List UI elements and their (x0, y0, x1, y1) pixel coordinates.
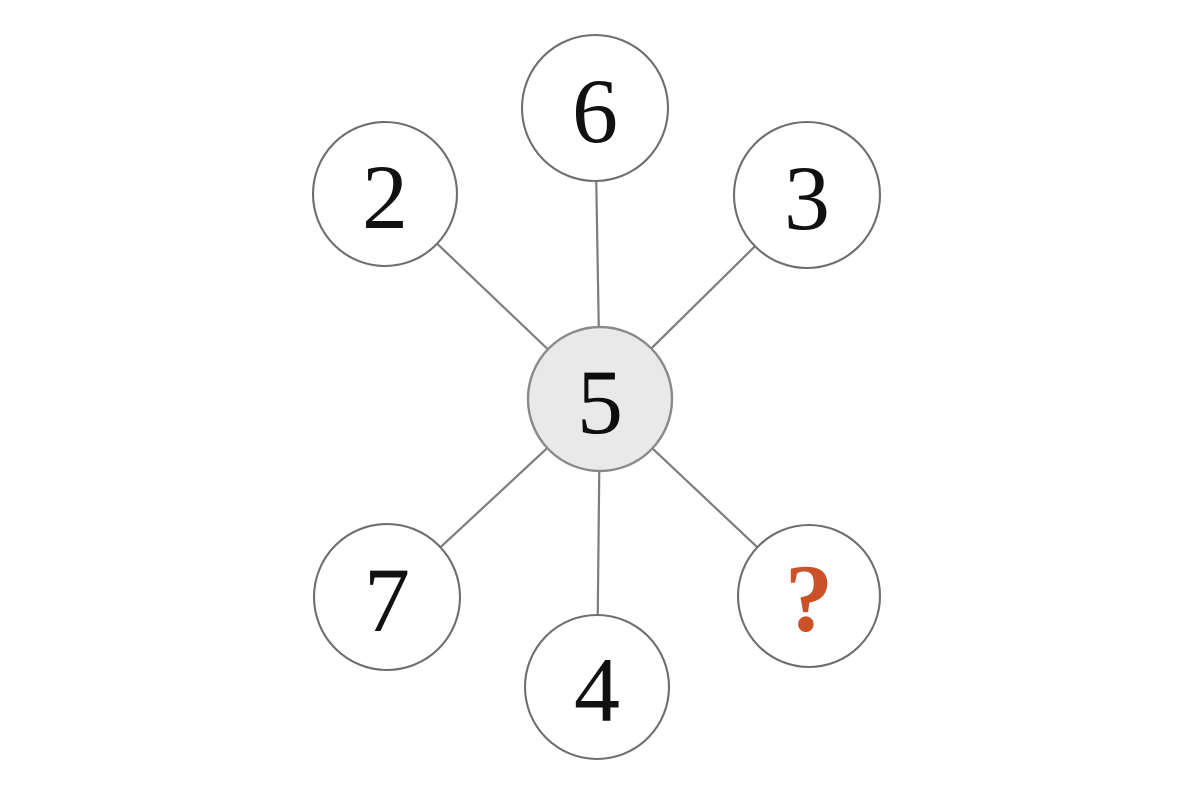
unknown-label: ? (785, 545, 833, 652)
node-circle[interactable] (523, 613, 671, 761)
node-circle[interactable] (311, 120, 459, 268)
node-7[interactable]: 7 (312, 522, 462, 672)
node-label: 2 (362, 146, 408, 248)
nodes-group: 5 6 2 3 7 4? (311, 33, 882, 761)
node-circle[interactable] (732, 120, 882, 270)
node-4[interactable]: 4 (523, 613, 671, 761)
spoke-center-q (650, 446, 760, 550)
spoke-center-2 (435, 241, 550, 352)
center-circle[interactable] (526, 325, 674, 473)
node-circle[interactable] (520, 33, 670, 183)
node-label: 4 (574, 639, 620, 741)
spoke-center-6 (595, 178, 600, 330)
node-3[interactable]: 3 (732, 120, 882, 270)
spoke-center-3 (649, 244, 757, 351)
spoke-center-4 (596, 468, 601, 618)
node-circle[interactable] (736, 523, 882, 669)
node-label: 3 (784, 147, 830, 249)
node-label: 6 (572, 60, 618, 162)
node-label: 7 (364, 549, 410, 651)
node-unknown[interactable]: ? (736, 523, 882, 669)
node-6[interactable]: 6 (520, 33, 670, 183)
spokes-group (435, 178, 760, 618)
node-circle[interactable] (312, 522, 462, 672)
node-5[interactable]: 5 (526, 325, 674, 473)
node-2[interactable]: 2 (311, 120, 459, 268)
spoke-center-7 (438, 446, 550, 550)
node-label: 5 (577, 351, 623, 453)
